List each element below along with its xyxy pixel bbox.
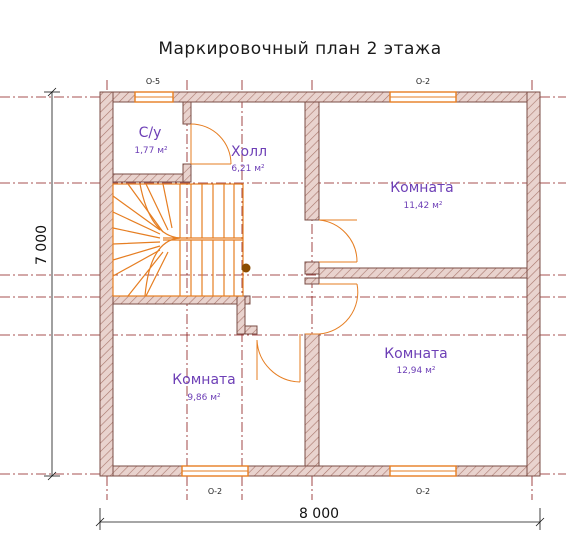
- plan-title: Маркировочный план 2 этажа: [158, 39, 441, 59]
- windows: [134, 91, 457, 477]
- window-label-top-left: О-5: [146, 77, 160, 86]
- room-name-room-3: Комната: [172, 372, 236, 388]
- doors: [190, 123, 359, 383]
- room-area-room-3: 9,86 м²: [187, 393, 221, 403]
- axis-lines: [0, 80, 566, 500]
- room-name-room-1: Комната: [390, 180, 454, 196]
- room-name-hall: Холл: [231, 144, 267, 160]
- staircase: [112, 183, 251, 297]
- window-label-bottom-left: О-2: [208, 487, 222, 496]
- room-name-bathroom: С/у: [139, 125, 162, 141]
- window-label-top-right: О-2: [416, 77, 430, 86]
- dimension-height-label: 7 000: [34, 225, 50, 265]
- room-area-bathroom: 1,77 м²: [134, 146, 168, 156]
- room-name-room-2: Комната: [384, 346, 448, 362]
- dimension-width-label: 8 000: [299, 506, 339, 522]
- dimension-height: [44, 87, 60, 481]
- dimension-width: [95, 508, 545, 530]
- newel-post: [241, 263, 251, 273]
- walls: [99, 91, 541, 477]
- room-area-room-1: 11,42 м²: [403, 201, 442, 211]
- room-area-room-2: 12,94 м²: [396, 366, 435, 376]
- window-label-bottom-right: О-2: [416, 487, 430, 496]
- room-area-hall: 6,21 м²: [231, 164, 265, 174]
